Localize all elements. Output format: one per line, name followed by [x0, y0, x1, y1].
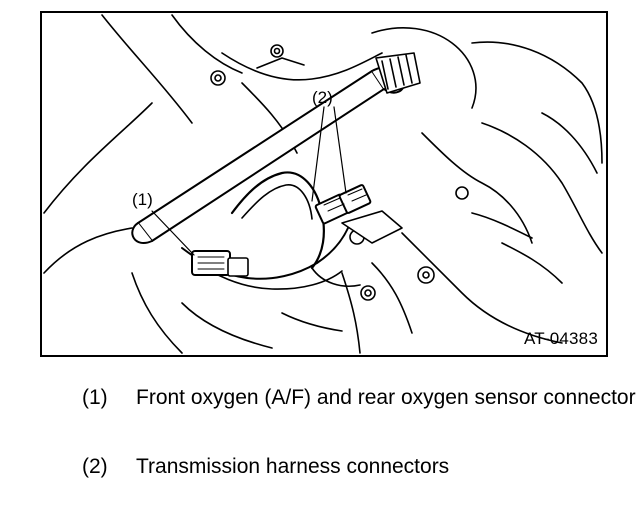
legend-number: (1): [82, 386, 108, 409]
legend-text: Transmission harness connectors: [136, 455, 450, 478]
callout-1-label: (1): [132, 190, 153, 209]
legend-number: (2): [82, 455, 108, 478]
engine-illustration: [43, 14, 603, 354]
callout-2-label: (2): [312, 88, 333, 107]
legend-text: Front oxygen (A/F) and rear oxygen senso…: [136, 386, 636, 409]
figure-id: AT-04383: [523, 329, 598, 348]
diagram-figure: (1) (2) AT-04383: [40, 11, 608, 357]
